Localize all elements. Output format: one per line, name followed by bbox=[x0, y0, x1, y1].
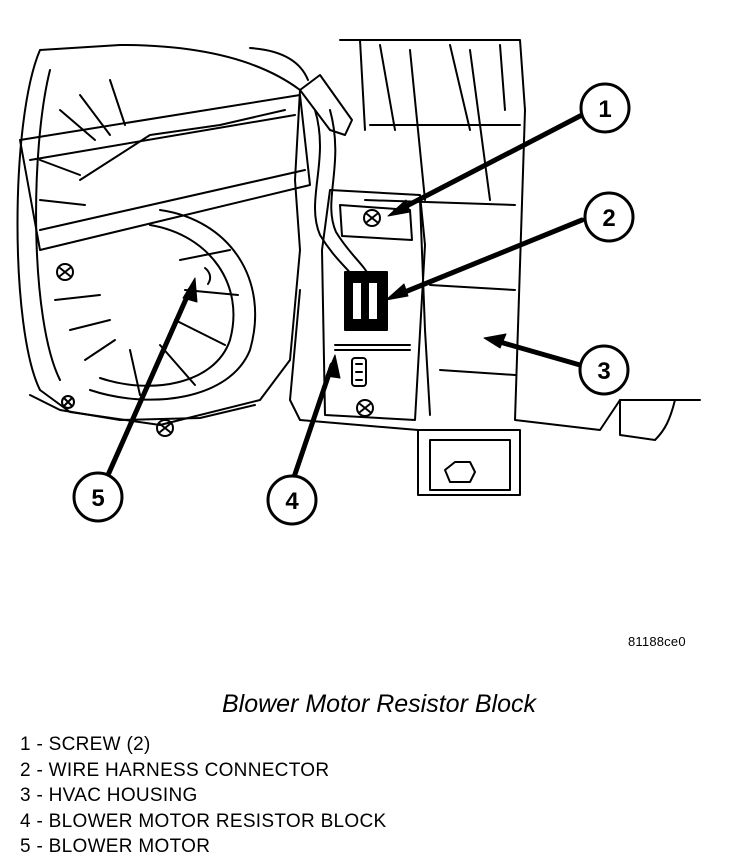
wire-harness-illustration bbox=[249, 47, 373, 286]
resistor-block-illustration bbox=[321, 189, 426, 421]
svg-text:4: 4 bbox=[285, 488, 299, 515]
callout-4: 4 bbox=[266, 474, 318, 526]
leader-lines bbox=[105, 112, 585, 486]
svg-text:5: 5 bbox=[91, 485, 104, 512]
leader-arrowheads bbox=[182, 199, 507, 379]
figure-caption: Blower Motor Resistor Block bbox=[222, 690, 536, 718]
svg-text:2: 2 bbox=[602, 205, 615, 232]
svg-text:3: 3 bbox=[597, 358, 610, 385]
svg-text:1: 1 bbox=[598, 96, 611, 123]
legend-item-blower-motor: 5 - BLOWER MOTOR bbox=[20, 836, 211, 857]
callout-3: 3 bbox=[578, 344, 630, 396]
legend-item-wire-harness-connector: 2 - WIRE HARNESS CONNECTOR bbox=[20, 759, 330, 781]
hvac-housing-illustration bbox=[289, 39, 701, 496]
blower-motor-illustration bbox=[16, 44, 311, 437]
legend-item-resistor-block: 4 - BLOWER MOTOR RESISTOR BLOCK bbox=[20, 810, 387, 832]
hvac-diagram: 1 2 3 4 5 bbox=[16, 39, 701, 526]
legend-item-screw: 1 - SCREW (2) bbox=[20, 734, 151, 755]
callout-2: 2 bbox=[583, 191, 635, 243]
figure-id: 81188ce0 bbox=[628, 634, 686, 649]
parts-legend: 1 - SCREW (2) 2 - WIRE HARNESS CONNECTOR… bbox=[20, 732, 387, 860]
callout-1: 1 bbox=[579, 82, 631, 134]
legend-item-hvac-housing: 3 - HVAC HOUSING bbox=[20, 785, 198, 806]
callout-5: 5 bbox=[72, 471, 124, 523]
